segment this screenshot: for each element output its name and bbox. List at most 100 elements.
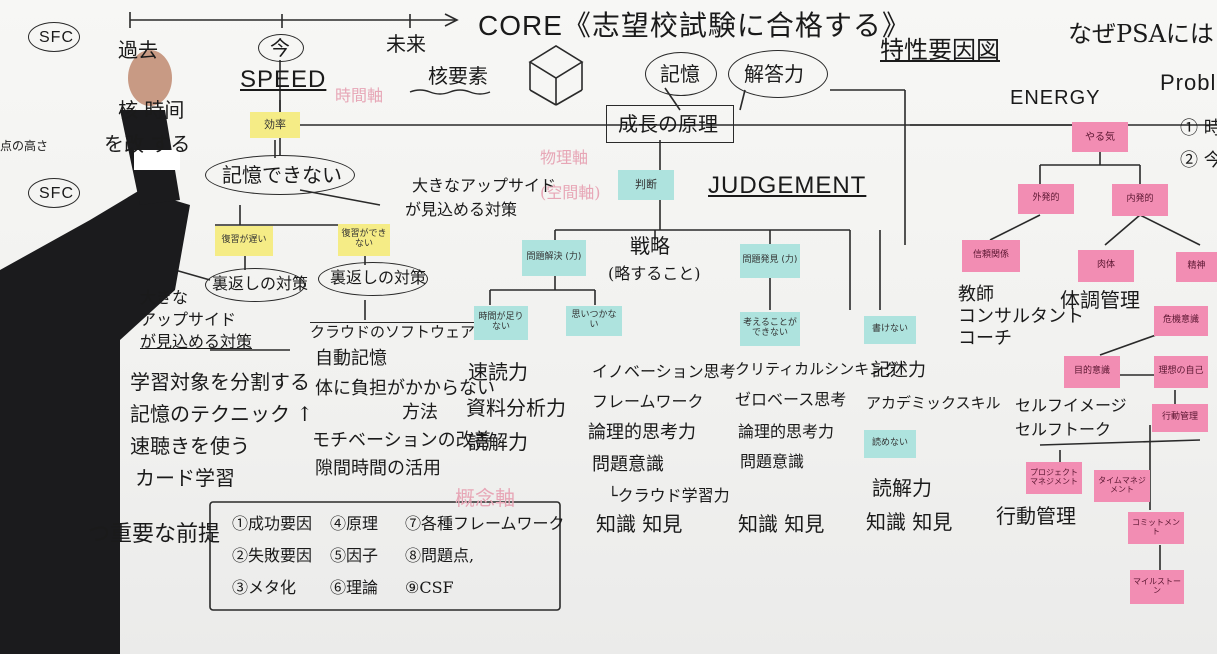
core-title: CORE《志望校試験に合格する》 [478,10,911,41]
sticky-image: 理想の自己 [1154,356,1208,388]
task2-4: モチベーションの改善 [312,430,492,451]
answer-label: 解答力 [744,62,804,86]
sfc-oval-2 [28,178,80,208]
sticky-cannot: 復習ができない [338,224,390,256]
presenter-figure [0,50,190,654]
growth-label: 成長の原理 [618,112,718,136]
col1-3: 読解力 [468,430,528,454]
sticky-no-idea: 思いつかない [566,306,622,336]
col3-2: ゼロベース思考 [735,390,847,409]
big-upside-label: 大きなアップサイド [412,176,557,195]
space-axis-label: (空間軸) [540,183,601,202]
cheap-label-1: 裏返しの対策 [212,274,309,293]
mentor-2: コンサルタント [958,306,1084,327]
concept-3: ③メタ化 [232,578,297,597]
concept-5: ⑤因子 [330,546,379,565]
sticky-crisis: 危機意識 [1154,306,1208,336]
time-axis-label: 時間軸 [335,86,384,105]
now-label: 今 [270,36,290,60]
self-1: セルフイメージ [1015,396,1127,415]
sticky-project-mgmt: プロジェクトマネジメント [1026,462,1082,494]
memory-oval [645,52,717,96]
sticky-early: 復習が遅い [215,226,273,256]
col1-1: 速読力 [468,360,528,384]
judgement-label: JUDGEMENT [708,172,867,199]
sticky-judge: 判断 [618,170,674,200]
col4-2: アカデミックスキル [866,394,1001,412]
task2-2: 体に負担がかからない [315,378,495,399]
concept-2: ②失敗要因 [232,546,313,565]
object-axis-label: 物理軸 [540,148,589,167]
sticky-problem-find: 問題発見 (力) [740,244,800,278]
energy-label: ENERGY [1010,87,1101,109]
sticky-external: 外発的 [1018,184,1074,214]
memory-label: 記憶 [660,62,700,86]
concept-1: ①成功要因 [232,514,313,533]
concept-4: ④原理 [330,514,379,533]
strategy-label-2: (略すること) [608,264,701,283]
concept-8: ⑧問題点, [405,546,475,565]
cannot-memorize-oval [205,155,355,195]
height-text: 点の高さ [0,139,49,153]
change-line-1: 核 時间 [118,98,185,122]
big-b: アップサイド [140,310,237,329]
cheap-label-2: 裏返しの対策 [330,268,427,287]
col3-5: 知識 知見 [738,512,825,536]
sfc-label-2: SFC [39,185,74,202]
col4-4: 知識 知見 [866,510,953,534]
col2-6: 知識 知見 [596,512,683,536]
concept-6: ⑥理論 [330,578,379,597]
health-label: 体調管理 [1060,288,1140,312]
growth-box [606,105,734,143]
sfc-oval-1 [28,22,80,52]
sticky-spirit: 精神 [1176,252,1217,282]
sticky-cannot-read: 読めない [864,430,916,458]
task-4: カード学習 [135,466,235,490]
sticky-motivation: やる気 [1072,122,1128,152]
problem-text: Probler [1160,70,1217,95]
cheap-oval-1 [205,268,305,302]
sticky-commit: コミットメント [1128,512,1184,544]
sticky-no-time: 時間が足りない [474,306,528,340]
mentor-1: 教師 [958,284,994,305]
sticky-efficiency: 効率 [250,112,300,138]
task2-5: 隙間時間の活用 [315,458,441,479]
sticky-behavior: 行動管理 [1152,404,1208,432]
premise-label: つ重要な前提 [88,522,221,547]
behavior-label: 行動管理 [996,504,1076,528]
cloud-software: クラウドのソフトウェア [310,322,476,341]
big-upside-label-2: が見込める対策 [405,200,518,219]
strategy-label: 戦略 [630,234,670,258]
col2-3: 論理的思考力 [588,422,696,443]
col2-5: └クラウド学習力 [608,486,730,505]
big-c: が見込める対策 [140,332,253,351]
sticky-purpose: 目的意識 [1064,356,1120,388]
col2-4: 問題意識 [592,454,664,475]
speed-label: SPEED [240,66,327,93]
question-text: なぜPSAには [1068,20,1214,48]
big-a: 大きな [140,288,189,307]
col3-1: クリティカルシンキング [735,360,899,378]
task2-3: 方法 [402,402,438,423]
col2-1: イノベーション思考 [592,362,736,381]
cannot-memorize-label: 記憶できない [222,163,342,187]
change-line-2: を改 する [104,132,191,156]
sfc-label-1: SFC [39,29,74,46]
sticky-no-thought: 考えることができない [740,312,800,346]
task2-1: 自動記憶 [315,348,387,369]
concept-7: ⑦各種フレームワーク [405,514,565,533]
col4-3: 読解力 [872,476,932,500]
sticky-internal: 内発的 [1112,184,1168,216]
past-label: 過去 [118,38,158,62]
task-2: 記憶のテクニック ↑ [130,402,314,426]
title-fishbone: 特性要因図 [880,36,1000,64]
task-3: 速聴きを使う [130,434,250,458]
sticky-problem-solve: 問題解決 (力) [522,240,586,276]
core-element-label: 核要素 [428,64,488,88]
col3-3: 論理的思考力 [738,422,835,441]
list-num-1: ① 時 [1180,118,1217,139]
future-label: 未来 [386,32,426,56]
col1-2: 資料分析力 [466,396,566,420]
sticky-trust: 信頼関係 [962,240,1020,272]
